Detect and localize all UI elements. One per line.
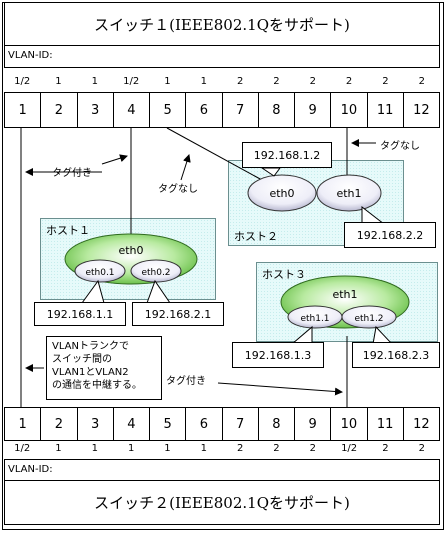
switch2-port[interactable]: 2 [41, 407, 78, 441]
callout-pointer-h2-1 [260, 167, 281, 177]
switch1-port[interactable]: 11 [367, 92, 404, 128]
switch2-vlan-ids: 1/2 1 1 1 1 1 2 2 2 1/2 2 2 [4, 443, 440, 457]
switch2-port[interactable]: 3 [77, 407, 114, 441]
annotation-tagged-2: タグ付き [166, 376, 206, 387]
switch1-port[interactable]: 3 [77, 92, 114, 128]
switch2-ports: 1 2 3 4 5 6 7 8 9 10 11 12 [4, 407, 440, 441]
annotation-tagged-1: タグ付き [52, 168, 92, 179]
switch1-vlan-id: 1/2 [123, 76, 140, 87]
trunk-note-box: VLANトランクで スイッチ間の VLAN1とVLAN2 の通信を中継する。 [46, 336, 162, 400]
switch2-port[interactable]: 12 [403, 407, 440, 441]
switch2-port[interactable]: 6 [186, 407, 223, 441]
host2-label: ホスト２ [234, 230, 278, 243]
host1-eth0-2-text: eth0.2 [141, 268, 170, 278]
switch1-vlan-id: 1/2 [14, 76, 31, 87]
switch2-port[interactable]: 5 [150, 407, 187, 441]
host1-label: ホスト１ [46, 224, 90, 237]
switch2-vlan-id: 1 [127, 443, 135, 454]
switch1-vlan-id: 1 [91, 76, 98, 87]
switch2-vlan-id: 1/2 [14, 443, 31, 454]
switch2-vlan-id: 2 [273, 443, 280, 454]
switch1-vlan-id: 2 [345, 76, 353, 87]
host3-ip2: 192.168.2.3 [352, 342, 440, 368]
host2-eth0-text: eth0 [269, 187, 294, 200]
arrow-tagged-right [101, 154, 128, 165]
switch2-port[interactable]: 11 [367, 407, 404, 441]
annotation-untagged-1: タグなし [158, 184, 198, 195]
switch2-vlan-id: 2 [418, 443, 425, 454]
switch1-port[interactable]: 8 [258, 92, 295, 128]
switch1-port[interactable]: 2 [41, 92, 78, 128]
switch2-title: スイッチ２(IEEE802.1Qをサポート) [4, 481, 440, 525]
switch1-port[interactable]: 9 [295, 92, 332, 128]
switch1-vlan-id: 1 [200, 76, 207, 87]
host2-eth1-ellipse [316, 174, 382, 212]
switch2-port[interactable]: 4 [113, 407, 150, 441]
switch2-port[interactable]: 1 [4, 407, 42, 441]
switch1-vlan-id: 2 [309, 76, 316, 87]
switch1-vlan-id: 2 [273, 76, 280, 87]
switch1-port[interactable]: 7 [222, 92, 259, 128]
switch1-vlan-id: 1 [164, 76, 171, 87]
host1-ip2: 192.168.2.1 [132, 302, 224, 326]
callout-pointer-h1-2 [146, 279, 171, 304]
switch1-title: スイッチ１(IEEE802.1Qをサポート) [4, 2, 440, 46]
trunk-note-line: VLAN1とVLAN2 [52, 367, 129, 378]
switch2-port[interactable]: 8 [258, 407, 295, 441]
host1-ip1: 192.168.1.1 [34, 302, 126, 326]
host2-eth1-text: eth1 [336, 187, 361, 200]
switch1-vlan-ids: 1/2 1 1 1/2 1 1 2 2 2 2 2 2 [4, 76, 440, 90]
switch2-port[interactable]: 10 [331, 407, 368, 441]
switch1-vlan-id: 2 [418, 76, 425, 87]
host3-eth1-text: eth1 [332, 288, 357, 301]
switch2-port[interactable]: 7 [222, 407, 259, 441]
trunk-note-line: スイッチ間の [52, 354, 112, 365]
switch1-port[interactable]: 5 [150, 92, 187, 128]
host3-eth1-2-ellipse [341, 305, 397, 329]
switch2-vlan-id: 2 [382, 443, 389, 454]
switch1-vlan-id: 1 [55, 76, 62, 87]
switch2-vlan-id: 1 [200, 443, 207, 454]
host3-eth1-1-text: eth1.1 [300, 314, 329, 324]
host3-label: ホスト３ [262, 268, 306, 281]
host3-eth1-2-text: eth1.2 [354, 314, 383, 324]
switch1-vlan-label: VLAN-ID: [4, 46, 440, 68]
switch1-vlan-id: 2 [236, 76, 244, 87]
switch1-port[interactable]: 12 [403, 92, 440, 128]
trunk-note-line: の通信を中継する。 [52, 380, 142, 391]
switch1-port[interactable]: 6 [186, 92, 223, 128]
host3-ip1: 192.168.1.3 [232, 342, 324, 368]
switch2-vlan-id: 2 [236, 443, 244, 454]
host2-ip2: 192.168.2.2 [344, 222, 436, 248]
switch1-ports: 1 2 3 4 5 6 7 8 9 10 11 12 [4, 92, 440, 128]
switch1-port[interactable]: 1 [4, 92, 42, 128]
switch2-vlan-id: 1 [91, 443, 98, 454]
switch2-vlan-id: 1 [55, 443, 62, 454]
annotation-untagged-2: タグなし [380, 141, 420, 152]
switch2-vlan-id: 2 [309, 443, 316, 454]
arrow-tagged-bottom [217, 382, 343, 396]
arrow-untagged-1 [180, 154, 191, 181]
host2-eth0-link [166, 127, 263, 181]
switch1-port[interactable]: 10 [331, 92, 368, 128]
switch1-vlan-id: 2 [382, 76, 389, 87]
host2-eth0-ellipse [247, 174, 317, 212]
switch2-vlan-id: 1/2 [341, 443, 358, 454]
switch2-vlan-id: 1 [164, 443, 171, 454]
switch1-port[interactable]: 4 [113, 92, 150, 128]
switch2-vlan-label: VLAN-ID: [4, 459, 440, 481]
trunk-note-line: VLANトランクで [52, 341, 129, 352]
host1-eth0-1-ellipse [74, 259, 126, 283]
host1-eth0-1-text: eth0.1 [85, 268, 114, 278]
callout-pointer-h1-1 [81, 279, 105, 304]
host1-eth0-text: eth0 [118, 244, 143, 257]
switch2-port[interactable]: 9 [295, 407, 332, 441]
host2-ip1: 192.168.1.2 [242, 142, 332, 168]
